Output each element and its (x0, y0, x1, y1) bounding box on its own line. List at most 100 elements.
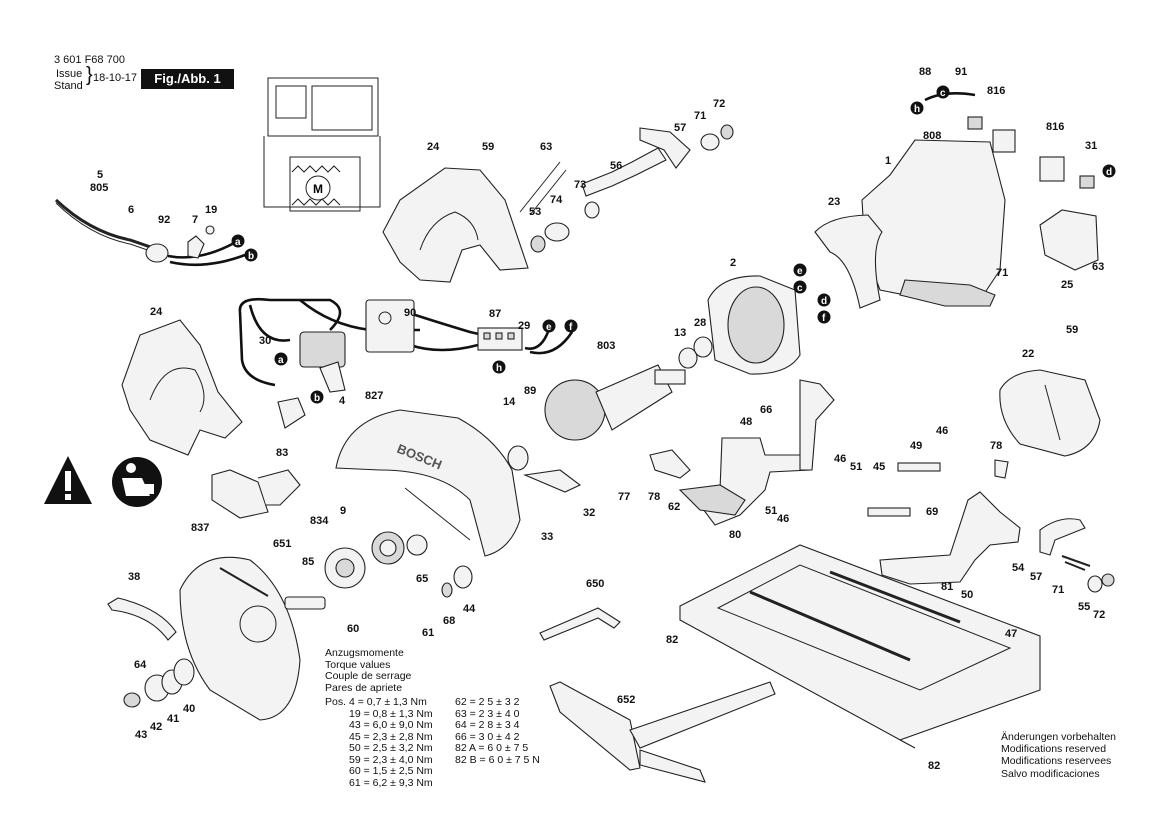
badge-h-brush: h (914, 104, 920, 115)
torque-row: 45 = 2,3 ± 2,8 Nm (349, 730, 433, 743)
label-74: 74 (550, 194, 563, 206)
spindle-assembly (284, 531, 473, 610)
torque-title-fr: Couple de serrage (325, 670, 412, 682)
lower-blade-guard (179, 556, 301, 721)
label-24-top: 24 (427, 141, 440, 153)
label-43: 43 (135, 729, 147, 741)
label-7: 7 (192, 214, 198, 226)
label-23: 23 (828, 196, 840, 208)
torque-row: 62 = 2 5 ± 3 2 (455, 696, 520, 708)
badge-d-stator: d (821, 296, 827, 307)
label-4: 4 (339, 395, 346, 407)
torque-row: 61 = 6,2 ± 9,3 Nm (349, 776, 433, 789)
badge-e-wire: e (546, 322, 552, 333)
badge-f-stator: f (822, 313, 826, 324)
part-labels: 5 805 6 92 7 19 24 59 63 56 57 71 72 88 … (90, 66, 1105, 772)
stator (678, 275, 801, 375)
label-82-top: 82 (666, 634, 678, 646)
label-22: 22 (1022, 348, 1034, 360)
blade-clamp-parts (123, 658, 195, 708)
label-63-top: 63 (540, 141, 552, 153)
badge-b-cable: b (248, 251, 254, 262)
label-652: 652 (617, 694, 635, 706)
hex-key (539, 607, 621, 641)
label-14: 14 (503, 396, 516, 408)
label-65: 65 (416, 573, 428, 585)
torque-left-column: 4 = 0,7 ± 1,3 Nm 19 = 0,8 ± 1,3 Nm 43 = … (349, 696, 433, 789)
badge-h-terminal: h (496, 363, 502, 374)
torque-row: 82 B = 6 0 ± 7 5 N (455, 753, 540, 766)
note-fr: Modifications reservees (1001, 755, 1112, 768)
label-60: 60 (347, 623, 359, 635)
label-651: 651 (273, 538, 291, 550)
torque-title-es: Pares de apriete (325, 681, 403, 694)
base-plate (679, 544, 1041, 749)
label-827: 827 (365, 390, 383, 402)
torque-row: 66 = 3 0 ± 4 2 (455, 730, 520, 743)
issue-brace: } (86, 64, 93, 86)
label-83: 83 (276, 447, 288, 459)
label-71-right: 71 (1052, 584, 1064, 596)
torque-title-de: Anzugsmomente (325, 647, 404, 659)
torque-row: 4 = 0,7 ± 1,3 Nm (349, 696, 427, 708)
label-45: 45 (873, 461, 885, 473)
torque-titles: Anzugsmomente Torque values Couple de se… (325, 647, 412, 694)
label-9: 9 (340, 505, 346, 517)
badge-c-brush: c (940, 88, 946, 99)
label-32: 32 (583, 507, 595, 519)
label-5: 5 (97, 169, 103, 181)
torque-row: 59 = 2,3 ± 4,0 Nm (349, 753, 433, 766)
label-6: 6 (128, 204, 134, 216)
label-77: 77 (618, 491, 630, 503)
motor-housing (814, 139, 1099, 309)
label-24-left: 24 (150, 306, 163, 318)
label-47: 47 (1005, 628, 1017, 640)
label-40: 40 (183, 703, 195, 715)
armature (507, 364, 686, 471)
label-51: 51 (765, 505, 777, 517)
label-816-right: 816 (1046, 121, 1064, 133)
label-61: 61 (422, 627, 434, 639)
connection-badges: a b a b e c d f e f h c h d (231, 85, 1116, 404)
torque-right-column: 62 = 2 5 ± 3 2 63 = 2 3 ± 4 0 64 = 2 8 ±… (455, 696, 540, 766)
badge-f-wire: f (569, 322, 573, 333)
label-25: 25 (1061, 279, 1073, 291)
torque-row: 63 = 2 3 ± 4 0 (455, 707, 520, 720)
label-53: 53 (529, 206, 541, 218)
label-72-right: 72 (1093, 609, 1105, 621)
label-56: 56 (610, 160, 622, 172)
note-en: Modifications reserved (1001, 743, 1107, 756)
small-parts (519, 124, 1115, 593)
label-19: 19 (205, 204, 217, 216)
torque-row: 82 A = 6 0 ± 7 5 (455, 742, 529, 754)
label-91: 91 (955, 66, 967, 78)
label-78-right: 78 (990, 440, 1002, 452)
label-89: 87 (489, 308, 501, 320)
label-816-top: 816 (987, 85, 1005, 97)
label-90: 90 (404, 307, 416, 319)
label-13: 13 (674, 327, 686, 339)
svg-text:M: M (313, 182, 323, 196)
label-29: 29 (518, 320, 530, 332)
label-49: 49 (910, 440, 922, 452)
fan-cover (999, 369, 1101, 457)
modifications-notice: Änderungen vorbehalten Modifications res… (1001, 731, 1116, 780)
wiring-schematic: M (263, 77, 381, 212)
torque-row: 60 = 1,5 ± 2,5 Nm (349, 765, 433, 777)
label-28: 28 (694, 317, 706, 329)
torque-pos-label: Pos. (325, 696, 347, 708)
torque-row: 19 = 0,8 ± 1,3 Nm (349, 707, 433, 720)
label-51-right: 51 (850, 461, 862, 473)
note-es: Salvo modificaciones (1001, 767, 1100, 780)
bevel-bracket (867, 462, 1086, 585)
power-cable (54, 198, 246, 267)
label-805: 805 (90, 182, 108, 194)
label-46: 46 (777, 513, 789, 525)
label-80: 80 (729, 529, 741, 541)
handle-housing-left (121, 319, 243, 456)
dust-chute (211, 469, 301, 519)
torque-row: 43 = 6,0 ± 9,0 Nm (349, 719, 433, 731)
label-62: 62 (668, 501, 680, 513)
depth-adjust-bracket (678, 379, 835, 526)
